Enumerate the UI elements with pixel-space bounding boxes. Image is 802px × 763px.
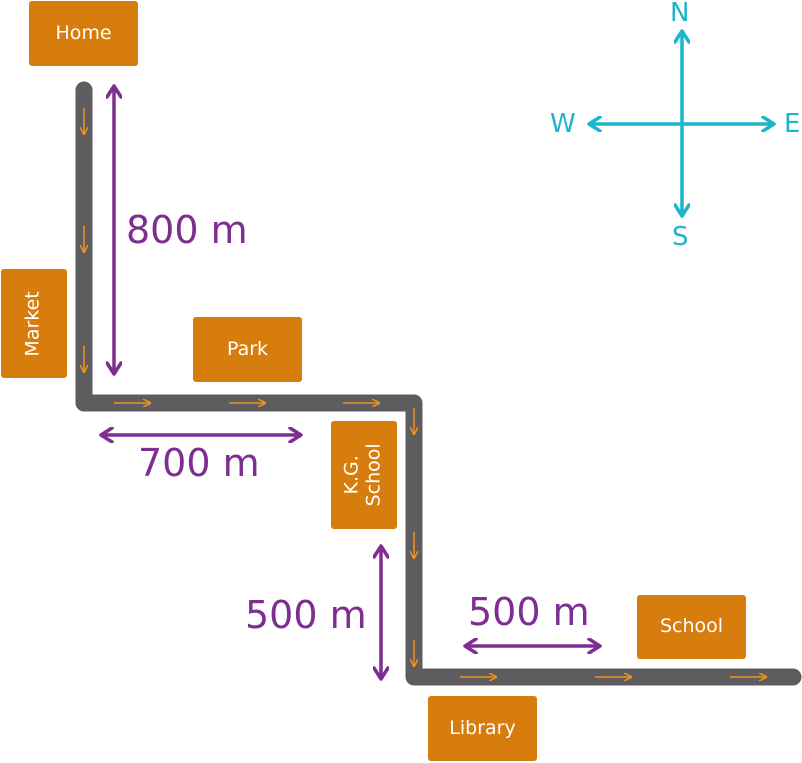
distance-label-500m-vertical: 500 m	[245, 593, 367, 637]
place-market-label: Market	[22, 290, 45, 357]
place-kg-school-line2: School	[362, 443, 385, 507]
place-kg-school: K.G. School	[331, 421, 397, 529]
place-school-label: School	[659, 615, 724, 638]
place-kg-school-label: K.G. School	[341, 443, 386, 507]
compass-east-label: E	[784, 109, 801, 139]
place-home-label: Home	[55, 21, 112, 44]
place-park: Park	[193, 317, 302, 382]
compass-west-label: W	[550, 109, 576, 139]
place-home: Home	[29, 1, 138, 66]
place-park-label: Park	[226, 337, 269, 360]
compass-north-label: N	[670, 0, 690, 28]
place-library: Library	[428, 696, 537, 761]
distance-label-500m-horizontal: 500 m	[468, 590, 590, 634]
place-library-label: Library	[449, 716, 516, 739]
compass-icon	[589, 31, 774, 216]
road-direction-arrows	[84, 108, 766, 677]
place-market: Market	[1, 269, 67, 378]
place-kg-school-line1: K.G.	[341, 455, 364, 495]
distance-label-800m: 800 m	[126, 208, 248, 252]
road-path	[75, 81, 802, 686]
compass-south-label: S	[672, 222, 689, 252]
distance-label-700m: 700 m	[138, 441, 260, 485]
place-school: School	[637, 595, 746, 659]
